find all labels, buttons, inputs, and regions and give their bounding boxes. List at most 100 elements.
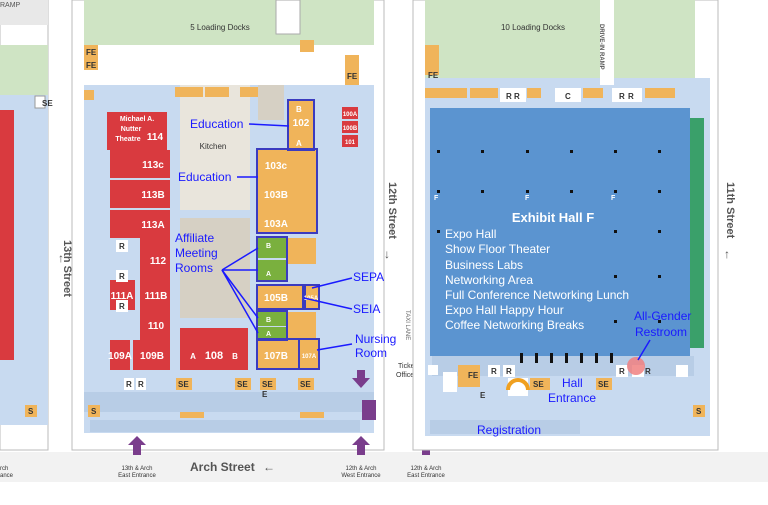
room-108-b: B — [232, 352, 238, 361]
red-meeting-rooms — [107, 107, 358, 370]
hall-pillars — [437, 150, 661, 363]
education-label: Education — [178, 170, 231, 184]
fe-badge: FE — [86, 48, 97, 57]
restroom-badge: R — [491, 367, 497, 376]
entrance-label: East Entrance — [407, 473, 445, 479]
all-gender-restroom-label: Restroom — [635, 325, 687, 339]
arch-street-label: Arch Street — [190, 460, 255, 474]
entrance-label: 13th & Arch — [121, 466, 152, 472]
all-gender-restroom-label: All-Gender — [634, 309, 691, 323]
sepa-label: SEPA — [353, 270, 384, 284]
drive-in-ramp: DRIVE-IN RAMP — [598, 24, 604, 70]
education-label: Education — [190, 117, 243, 131]
room-100a: 100A — [343, 112, 358, 118]
restroom-badge: R — [619, 92, 625, 101]
room-107a: 107A — [302, 354, 317, 360]
hall-list-item: Show Floor Theater — [445, 242, 550, 256]
room-113b: 113B — [141, 190, 164, 201]
se-badge: SE — [598, 380, 609, 389]
entrance-label: 12th & Arch — [345, 466, 376, 472]
room-102-a: A — [296, 139, 302, 148]
hall-list-item: Expo Hall Happy Hour — [445, 303, 564, 317]
left-building: SE S — [0, 0, 53, 451]
affiliate-room-b: B — [266, 317, 271, 324]
restroom-badge: R — [119, 242, 125, 251]
restroom-badge: R — [126, 380, 132, 389]
ticket-offices: Offices — [396, 372, 418, 379]
stairs-badge: S — [28, 407, 34, 416]
stairs-badge: S — [696, 407, 702, 416]
se-badge: SE — [42, 99, 53, 108]
hall-list-item: Coffee Networking Breaks — [445, 318, 584, 332]
theatre-name: Nutter — [121, 126, 142, 133]
hall-entrance-label: Hall — [562, 376, 583, 390]
room-103b: 103B — [264, 190, 288, 201]
right-building — [412, 0, 719, 451]
room-101: 101 — [345, 140, 356, 146]
registration-label: Registration — [477, 423, 541, 437]
arrow-11th: ↑ — [724, 247, 730, 261]
loading-docks-left: 5 Loading Docks — [190, 23, 250, 32]
restroom-badge: R — [628, 92, 634, 101]
room-105b: 105B — [264, 293, 288, 304]
service-badges-right — [428, 365, 705, 417]
stairs-badge: S — [91, 407, 97, 416]
fe-badge: FE — [468, 371, 479, 380]
nursing-label: Nursing — [355, 332, 396, 346]
entrance-label: ance — [0, 473, 14, 479]
room-109a: 109A — [108, 351, 132, 362]
ticket-offices: Ticket — [398, 363, 416, 370]
room-108: 108 — [205, 350, 223, 362]
hall-f-marker: F — [525, 195, 530, 202]
elevator-badge: E — [480, 391, 486, 400]
se-badge: SE — [262, 380, 273, 389]
nursing-label: Room — [355, 346, 387, 360]
hall-f-marker: F — [434, 195, 439, 202]
affiliate-label: Affiliate — [175, 231, 214, 245]
fe-badge: FE — [428, 71, 439, 80]
restroom-badge: R — [138, 380, 144, 389]
theatre-name: Michael A. — [120, 116, 154, 123]
room-111a: 111A — [111, 291, 134, 302]
room-102-b: B — [296, 105, 302, 114]
restroom-badge: R — [119, 302, 125, 311]
room-107b: 107B — [264, 351, 288, 362]
c-badge: C — [565, 92, 571, 101]
hall-list-item: Expo Hall — [445, 227, 496, 241]
room-100b: 100B — [343, 126, 358, 132]
affiliate-label: Rooms — [175, 261, 213, 275]
room-102: 102 — [293, 118, 310, 129]
se-badge: SE — [237, 380, 248, 389]
se-badge: SE — [178, 380, 189, 389]
room-108-a: A — [190, 352, 196, 361]
arch-street-road — [0, 452, 768, 482]
restroom-badge: R — [506, 92, 512, 101]
street-12th: 12th Street — [386, 182, 398, 239]
fe-badge: FE — [347, 72, 358, 81]
taxi-lane-label: TAXI LANE — [404, 310, 410, 340]
street-11th: 11th Street — [724, 182, 736, 239]
fe-badge: FE — [86, 61, 97, 70]
room-103c: 103c — [265, 161, 288, 172]
all-gender-restroom-marker — [627, 357, 645, 375]
entrance-label: 12th & Arch — [410, 466, 441, 472]
affiliate-room-a: A — [266, 271, 271, 278]
ramp-label: RAMP — [0, 2, 21, 9]
arrow-13th: ↑ — [58, 251, 64, 265]
service-badges-center — [88, 240, 324, 418]
entrance-label: West Entrance — [341, 473, 381, 479]
street-13th: 13th Street — [61, 240, 73, 297]
room-103a: 103A — [264, 219, 288, 230]
callout-lines — [221, 123, 353, 351]
seia-label: SEIA — [353, 302, 380, 316]
room-113c: 113c — [142, 160, 164, 171]
kitchen-label: Kitchen — [200, 142, 227, 151]
restroom-badge: R — [119, 272, 125, 281]
entrance-label: East Entrance — [118, 473, 156, 479]
hall-list-item: Business Labs — [445, 258, 523, 272]
restroom-badge: R — [645, 367, 651, 376]
restroom-badge: R — [506, 367, 512, 376]
arrow-12th: ↓ — [384, 247, 390, 261]
affiliate-room-a: A — [266, 331, 271, 338]
